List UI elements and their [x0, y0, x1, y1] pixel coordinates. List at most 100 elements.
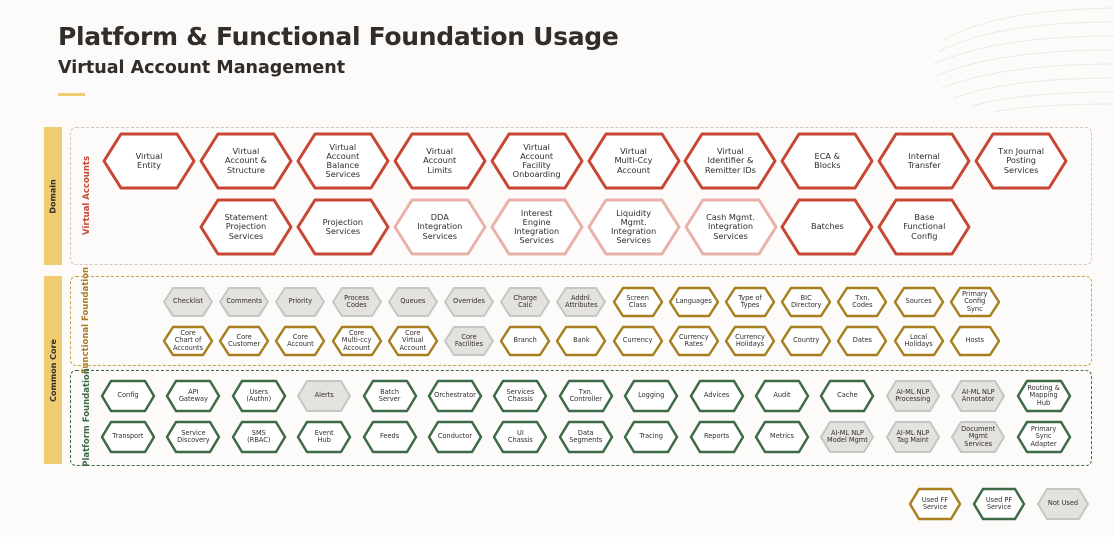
ff-hex-label: Core Facilities: [454, 332, 484, 348]
pf-hex-label: Primary Sync Adapter: [1030, 424, 1057, 448]
ff-hex-label: Priority: [288, 297, 313, 306]
va-hex-label: ECA & Blocks: [814, 150, 841, 170]
pf-hex-label: Advices: [703, 391, 730, 400]
ff-hex-currency-rates: Currency Rates: [668, 325, 720, 357]
ff-hex-label: Currency Rates: [678, 332, 709, 348]
va-hex-label: Virtual Account Limits: [423, 146, 457, 175]
functional-foundation-label: Functional Foundation: [81, 266, 92, 374]
pf-hex-label: API Gateway: [178, 387, 208, 403]
pf-hex-metrics: Metrics: [754, 420, 810, 454]
ff-hex-label: Currency Holidays: [735, 332, 765, 348]
pf-hex-document-mgmt-services: Document Mgmt Services: [951, 421, 1006, 453]
ff-hex-screen-class: Screen Class: [612, 286, 663, 318]
pf-hex-batch-server: Batch Server: [362, 379, 417, 413]
pf-hex-users-authn: Users (Authn): [231, 379, 287, 413]
pf-hex-label: Event Hub: [314, 428, 334, 444]
domain-band-label: Domain: [48, 178, 58, 214]
accent-bar: [58, 93, 85, 96]
pf-hex-label: Batch Server: [378, 387, 401, 403]
ff-hex-languages: Languages: [668, 286, 720, 318]
legend-hex-label: Used FF Service: [921, 495, 949, 511]
pf-hex-ai-ml-nlp-processing: AI-ML NLP Processing: [885, 380, 940, 412]
va-hex-label: Base Functional Config: [903, 212, 946, 241]
pf-hex-txn-controller: Txn. Controller: [558, 379, 614, 413]
ff-hex-label: Languages: [675, 297, 712, 306]
va-hex-label: Virtual Multi-Ccy Account: [614, 146, 653, 175]
pf-hex-label: Orchestrator: [434, 391, 476, 400]
va-hex-label: Statement Projection Services: [224, 212, 268, 241]
va-hex-virtual-account-structure: Virtual Account & Structure: [199, 132, 293, 190]
ff-hex-label: Dates: [852, 336, 872, 345]
ff-hex-txn-codes: Txn. Codes: [837, 286, 888, 318]
pf-hex-label: Logging: [638, 391, 665, 400]
functional-foundation-group: [70, 276, 1092, 366]
pf-hex-routing-mapping-hub: Routing & Mapping Hub: [1016, 379, 1071, 413]
ff-hex-label: Hosts: [965, 336, 985, 345]
pf-hex-label: Conductor: [437, 432, 473, 441]
pf-hex-api-gateway: API Gateway: [166, 379, 221, 413]
pf-hex-event-hub: Event Hub: [296, 420, 352, 454]
ff-hex-core-virtual-account: Core Virtual Account: [387, 325, 439, 357]
pf-hex-label: Transport: [112, 432, 144, 441]
pf-hex-label: AI-ML NLP Annotator: [961, 387, 995, 403]
va-hex-label: Interest Engine Integration Services: [514, 207, 560, 246]
va-hex-label: Internal Transfer: [907, 150, 941, 170]
pf-hex-primary-sync-adapter: Primary Sync Adapter: [1016, 420, 1071, 454]
ff-hex-label: Core Customer: [228, 332, 261, 348]
virtual-accounts-group: [70, 127, 1092, 265]
ff-hex-label: Type of Types: [738, 293, 762, 309]
virtual-accounts-label: Virtual Accounts: [81, 155, 92, 235]
va-hex-internal-transfer: Internal Transfer: [877, 132, 971, 190]
ff-hex-currency: Currency: [612, 325, 663, 357]
ff-hex-label: BIC Directory: [790, 293, 822, 309]
pf-hex-label: Data Segments: [569, 428, 603, 444]
legend-hex-used-ff-service: Used FF Service: [908, 487, 962, 521]
pf-hex-label: UI Chassis: [507, 428, 533, 444]
va-hex-eca-blocks: ECA & Blocks: [780, 132, 874, 190]
ff-hex-label: Screen Class: [626, 293, 649, 309]
ff-hex-primary-config-sync: Primary Config Sync: [949, 286, 1001, 318]
pf-hex-ai-ml-nlp-annotator: AI-ML NLP Annotator: [951, 380, 1006, 412]
ff-hex-label: Overrides: [453, 297, 485, 306]
legend-hex-used-pf-service: Used PF Service: [972, 487, 1026, 521]
va-hex-txn-journal-posting-services: Txn Journal Posting Services: [974, 132, 1068, 190]
pf-hex-ai-ml-nlp-model-mgmt: AI-ML NLP Model Mgmt: [820, 421, 875, 453]
ff-hex-label: Core Chart of Accounts: [172, 328, 204, 352]
pf-hex-label: AI-ML NLP Model Mgmt: [827, 428, 868, 444]
pf-hex-ai-ml-nlp-tag-maint: AI-ML NLP Tag Maint: [885, 421, 940, 453]
va-hex-statement-projection-services: Statement Projection Services: [199, 198, 293, 256]
page-subtitle: Virtual Account Management: [58, 58, 346, 78]
ff-hex-checklist: Checklist: [163, 287, 213, 317]
pf-hex-label: AI-ML NLP Processing: [895, 387, 931, 403]
ff-hex-label: Sources: [905, 297, 932, 306]
pf-hex-sms-rbac: SMS (RBAC): [231, 420, 287, 454]
ff-hex-branch: Branch: [499, 325, 551, 357]
ff-hex-sources: Sources: [893, 286, 944, 318]
ff-hex-core-multi-ccy-account: Core Multi-ccy Account: [331, 325, 382, 357]
domain-band: Domain: [44, 127, 62, 265]
pf-hex-label: Tracing: [639, 432, 663, 441]
pf-hex-conductor: Conductor: [427, 420, 483, 454]
va-hex-virtual-account-balance-services: Virtual Account Balance Services: [296, 132, 390, 190]
va-hex-virtual-identifier-remitter-ids: Virtual Identifier & Remitter IDs: [683, 132, 777, 190]
pf-hex-label: Metrics: [770, 432, 794, 441]
pf-hex-service-discovery: Service Discovery: [166, 420, 221, 454]
ff-hex-overrides: Overrides: [444, 287, 494, 317]
ff-hex-core-account: Core Account: [275, 325, 326, 357]
pf-hex-label: AI-ML NLP Tag Maint: [896, 428, 930, 444]
pf-hex-feeds: Feeds: [362, 420, 417, 454]
pf-hex-data-segments: Data Segments: [558, 420, 614, 454]
va-hex-cash-mgmt-integration-services: Cash Mgmt. Integration Services: [684, 198, 777, 256]
ff-hex-label: Addnl. Attributes: [565, 293, 598, 309]
va-hex-liquidity-mgmt-integration-services: Liquidity Mgmt. Integration Services: [587, 198, 681, 256]
va-hex-label: Cash Mgmt. Integration Services: [706, 212, 755, 241]
pf-hex-orchestrator: Orchestrator: [427, 379, 483, 413]
pf-hex-label: Audit: [773, 391, 791, 400]
va-hex-label: Virtual Account Facility Onboarding: [512, 141, 561, 180]
ff-hex-label: Charge Calc: [513, 293, 538, 309]
ff-hex-priority: Priority: [275, 287, 326, 317]
pf-hex-label: Users (Authn): [246, 387, 272, 403]
pf-hex-label: Config: [117, 391, 139, 400]
ff-hex-process-codes: Process Codes: [331, 287, 382, 317]
common-core-band: Common Core: [44, 276, 62, 464]
